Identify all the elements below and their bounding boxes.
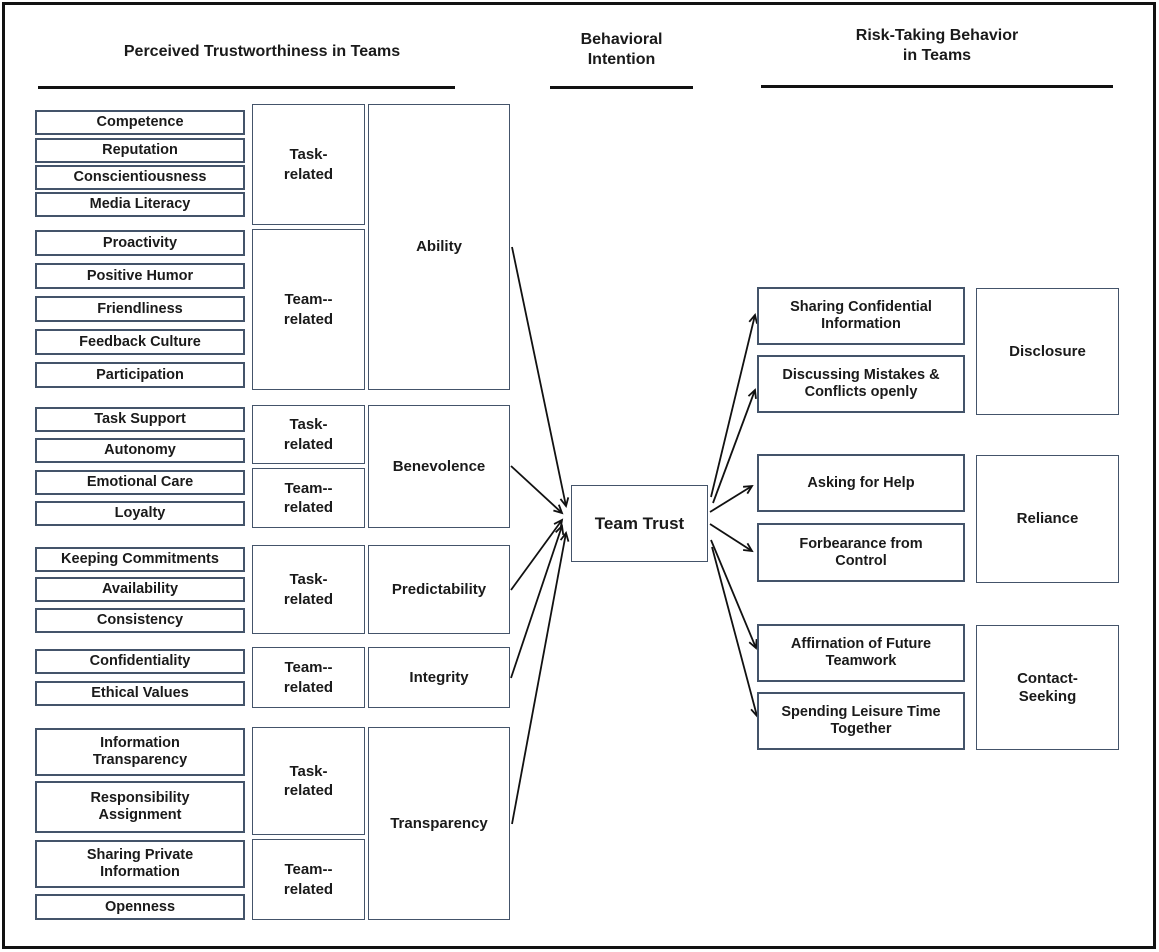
sublabel-team-related-transparency: Team-- related bbox=[252, 839, 365, 920]
attr-autonomy: Autonomy bbox=[35, 438, 245, 463]
attr-information-transparency: Information Transparency bbox=[35, 728, 245, 776]
header-perceived-trustworthiness-underline bbox=[38, 86, 455, 89]
attr-positive-humor: Positive Humor bbox=[35, 263, 245, 289]
sublabel-team-related-ability: Team-- related bbox=[252, 229, 365, 390]
attr-ethical-values: Ethical Values bbox=[35, 681, 245, 706]
sublabel-task-related-predictability: Task- related bbox=[252, 545, 365, 634]
attr-sharing-private-information: Sharing Private Information bbox=[35, 840, 245, 888]
header-behavioral-intention: Behavioral Intention bbox=[580, 31, 663, 68]
behavior-spending-leisure-time-together: Spending Leisure Time Together bbox=[757, 692, 965, 750]
sublabel-team-related-benevolence: Team-- related bbox=[252, 468, 365, 528]
attr-proactivity: Proactivity bbox=[35, 230, 245, 256]
attr-feedback-culture: Feedback Culture bbox=[35, 329, 245, 355]
attr-friendliness: Friendliness bbox=[35, 296, 245, 322]
attr-keeping-commitments: Keeping Commitments bbox=[35, 547, 245, 572]
behavior-asking-for-help: Asking for Help bbox=[757, 454, 965, 512]
category-benevolence: Benevolence bbox=[368, 405, 510, 528]
attr-loyalty: Loyalty bbox=[35, 501, 245, 526]
behavior-forbearance-from-control: Forbearance from Control bbox=[757, 523, 965, 582]
behavior-discussing-mistakes-conflicts: Discussing Mistakes & Conflicts openly bbox=[757, 355, 965, 413]
header-behavioral-intention-underline bbox=[550, 86, 693, 89]
attr-reputation: Reputation bbox=[35, 138, 245, 163]
attr-availability: Availability bbox=[35, 577, 245, 602]
header-perceived-trustworthiness: Perceived Trustworthiness in Teams bbox=[123, 43, 401, 60]
sublabel-task-related-transparency: Task- related bbox=[252, 727, 365, 835]
attr-task-support: Task Support bbox=[35, 407, 245, 432]
attr-confidentiality: Confidentiality bbox=[35, 649, 245, 674]
category-predictability: Predictability bbox=[368, 545, 510, 634]
attr-consistency: Consistency bbox=[35, 608, 245, 633]
category-disclosure: Disclosure bbox=[976, 288, 1119, 415]
header-risk-taking-behavior-underline bbox=[761, 85, 1113, 88]
sublabel-task-related-benevolence: Task- related bbox=[252, 405, 365, 464]
attr-responsibility-assignment: Responsibility Assignment bbox=[35, 781, 245, 833]
sublabel-team-related-integrity: Team-- related bbox=[252, 647, 365, 708]
attr-participation: Participation bbox=[35, 362, 245, 388]
category-ability: Ability bbox=[368, 104, 510, 390]
behavior-sharing-confidential-information: Sharing Confidential Information bbox=[757, 287, 965, 345]
category-contact-seeking: Contact- Seeking bbox=[976, 625, 1119, 750]
category-reliance: Reliance bbox=[976, 455, 1119, 583]
attr-openness: Openness bbox=[35, 894, 245, 920]
team-trust-box: Team Trust bbox=[571, 485, 708, 562]
attr-conscientiousness: Conscientiousness bbox=[35, 165, 245, 190]
category-integrity: Integrity bbox=[368, 647, 510, 708]
attr-emotional-care: Emotional Care bbox=[35, 470, 245, 495]
sublabel-task-related-ability: Task- related bbox=[252, 104, 365, 225]
attr-media-literacy: Media Literacy bbox=[35, 192, 245, 217]
header-risk-taking-behavior: Risk-Taking Behavior in Teams bbox=[855, 27, 1019, 64]
category-transparency: Transparency bbox=[368, 727, 510, 920]
attr-competence: Competence bbox=[35, 110, 245, 135]
behavior-affirnation-of-future-teamwork: Affirnation of Future Teamwork bbox=[757, 624, 965, 682]
